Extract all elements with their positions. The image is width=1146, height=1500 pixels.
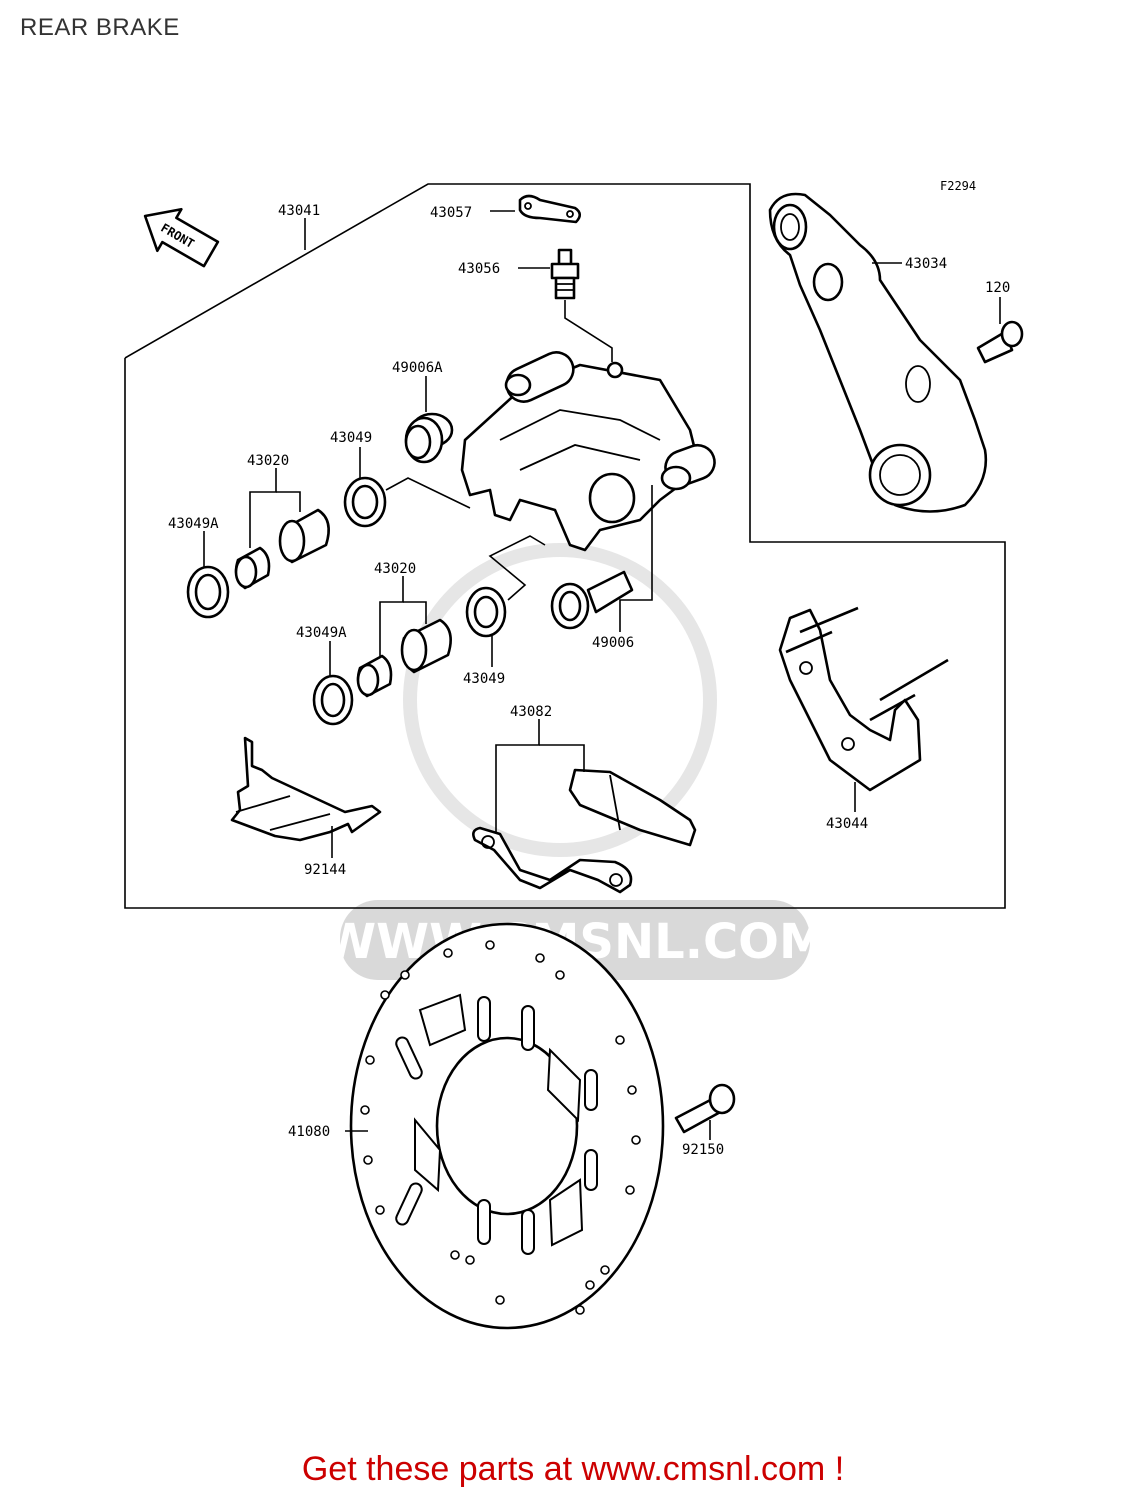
part-label-92150: 92150	[682, 1142, 724, 1158]
part-label-120: 120	[985, 280, 1010, 296]
caliper-body-drawing	[460, 351, 716, 552]
exploded-parts-diagram: WWW.CMSNL.COM FRONT F2294	[124, 179, 1024, 1330]
seal-43049-top-drawing	[343, 476, 387, 528]
part-label-43044: 43044	[826, 816, 868, 832]
part-label-49006: 49006	[592, 635, 634, 651]
brake-disc-drawing	[349, 922, 665, 1330]
bleeder-valve-drawing	[550, 248, 580, 300]
bolt-120-drawing	[976, 320, 1024, 364]
seal-43049-bottom-drawing	[465, 586, 507, 638]
cta-link[interactable]: Get these parts at www.cmsnl.com !	[301, 1450, 845, 1488]
part-label-43049-bottom: 43049	[463, 671, 505, 687]
boot-49006-drawing	[550, 570, 634, 630]
caliper-assembly-outline	[124, 183, 1006, 909]
part-label-43049a-bottom: 43049A	[296, 625, 347, 641]
page-title: REAR BRAKE	[20, 14, 180, 41]
part-label-41080: 41080	[288, 1124, 330, 1140]
figure-code: F2294	[940, 179, 976, 193]
part-label-43049a-top: 43049A	[168, 516, 219, 532]
part-label-43082: 43082	[510, 704, 552, 720]
part-label-43057: 43057	[430, 205, 472, 221]
part-label-43034: 43034	[905, 256, 947, 272]
part-label-43056: 43056	[458, 261, 500, 277]
part-label-43020-top: 43020	[247, 453, 289, 469]
piston-43020-bottom-drawing	[356, 618, 452, 698]
leader-lines	[203, 210, 1001, 1140]
seal-43049a-bottom-drawing	[312, 674, 354, 726]
piston-43020-top-drawing	[234, 508, 330, 590]
bleeder-cap-drawing	[518, 194, 582, 224]
part-labels: 43041 43057 43056 49006A 43049 43020 430…	[168, 203, 1010, 1158]
front-arrow-icon: FRONT	[143, 207, 220, 268]
boot-49006a-drawing	[404, 412, 454, 464]
bolt-92150-drawing	[674, 1083, 736, 1134]
part-label-43041: 43041	[278, 203, 320, 219]
part-label-43049-top: 43049	[330, 430, 372, 446]
part-label-43020-bottom: 43020	[374, 561, 416, 577]
brake-pads-drawing	[472, 768, 697, 894]
caliper-bracket-drawing	[768, 192, 988, 513]
part-label-49006a: 49006A	[392, 360, 443, 376]
seal-43049a-top-drawing	[186, 565, 230, 619]
part-label-92144: 92144	[304, 862, 346, 878]
pad-spring-drawing	[230, 736, 382, 842]
pad-holder-drawing	[778, 606, 949, 792]
